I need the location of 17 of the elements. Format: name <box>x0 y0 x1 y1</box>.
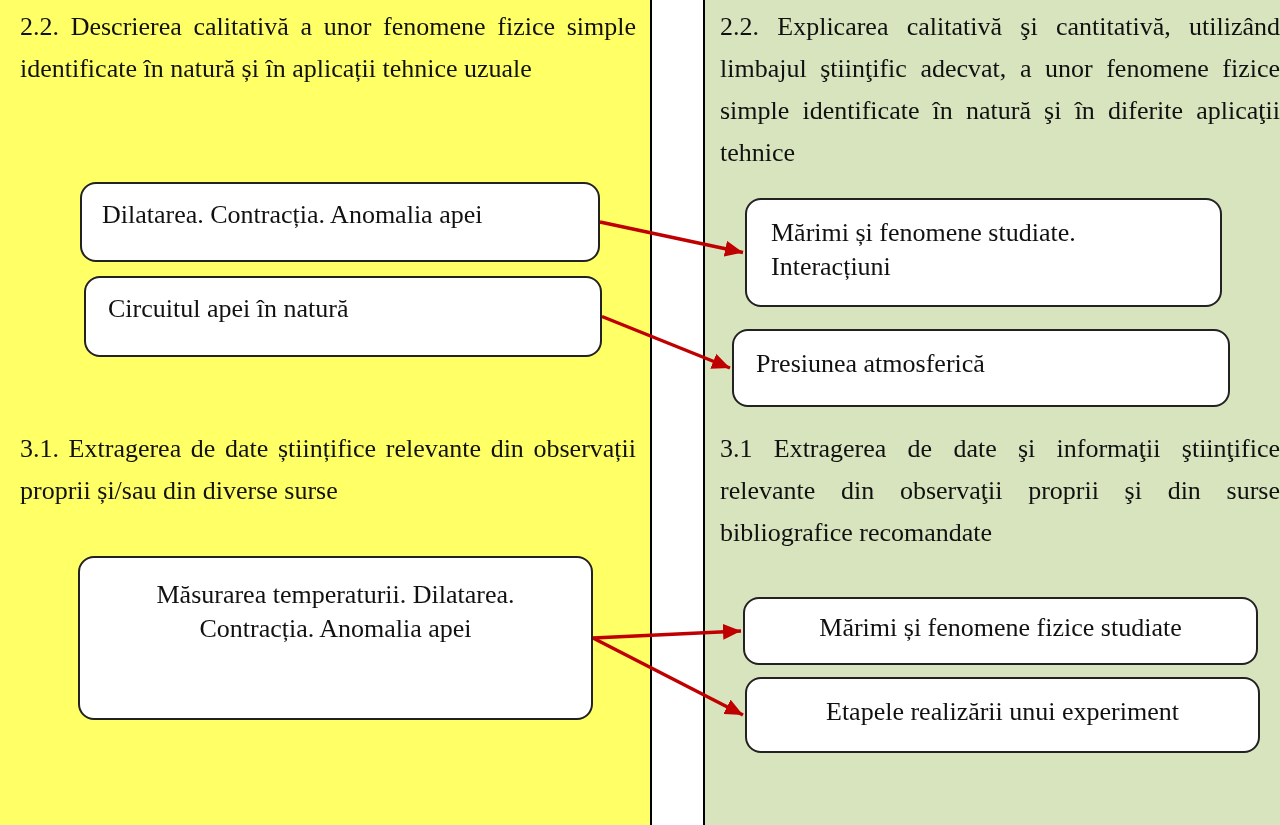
arrow <box>601 314 731 370</box>
heading-text: 3.1. Extragerea de date științifice relevante din observații proprii și/sau din diverse surse <box>20 433 636 507</box>
heading-text: 2.2. Explicarea calitativă şi cantitativă, utilizând limbajul ştiinţific adecvat, a unor fenomene fizice simple identificate în natură şi în diferite aplicaţii tehnice <box>720 11 1280 169</box>
rounded-box: Măsurarea temperaturii. Dilatarea. Contracția. Anomalia apei <box>78 556 593 720</box>
arrow <box>592 636 744 717</box>
column-panel <box>0 0 652 825</box>
heading-text: 3.1 Extragerea de date şi informaţii ştiinţifice relevante din observaţii proprii şi din surse bibliografice recomandate <box>720 433 1280 549</box>
rounded-box: Etapele realizării unui experiment <box>745 677 1260 753</box>
rounded-box: Circuitul apei în natură <box>84 276 602 357</box>
rounded-box: Mărimi și fenomene studiate. Interacțiuni <box>745 198 1222 307</box>
column-panel <box>703 0 1280 825</box>
rounded-box: Dilatarea. Contracția. Anomalia apei <box>80 182 600 262</box>
rounded-box: Mărimi și fenomene fizice studiate <box>743 597 1258 665</box>
arrow <box>592 623 742 640</box>
rounded-box: Presiunea atmosferică <box>732 329 1230 407</box>
arrow <box>599 220 744 257</box>
heading-text: 2.2. Descrierea calitativă a unor fenomene fizice simple identificate în natură și în aplicații tehnice uzuale <box>20 11 636 85</box>
